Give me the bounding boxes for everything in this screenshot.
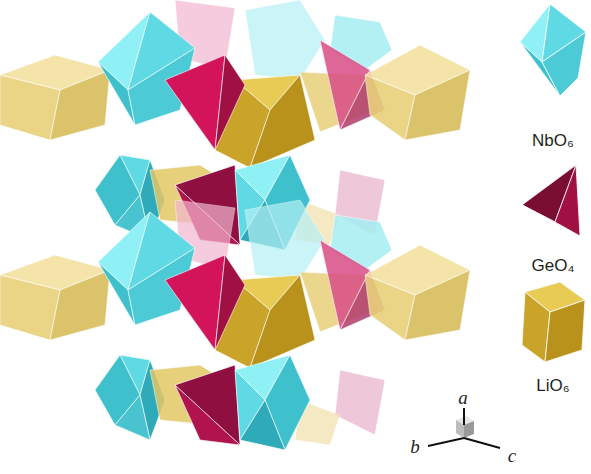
legend-label: NbO₆ bbox=[532, 131, 574, 151]
structure-layer bbox=[0, 0, 470, 250]
axis-label: c bbox=[508, 445, 516, 467]
axis-label: a bbox=[458, 387, 468, 409]
structure-layer bbox=[0, 200, 470, 450]
geo4-sample bbox=[522, 165, 580, 236]
nbo6-sample bbox=[520, 4, 586, 96]
axis-label: b bbox=[410, 436, 420, 458]
axis-triad bbox=[428, 408, 500, 448]
lio6-sample bbox=[522, 282, 585, 362]
legend-label: LiO₆ bbox=[536, 376, 569, 396]
legend-label: GeO₄ bbox=[532, 256, 575, 276]
